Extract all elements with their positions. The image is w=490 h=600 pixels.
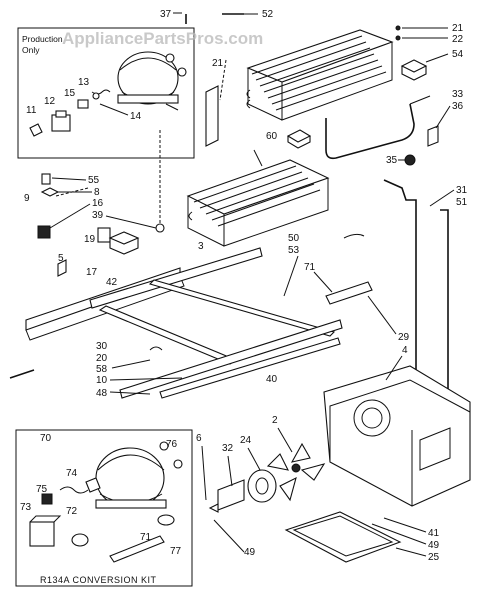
callout-77: 77 [170, 546, 182, 557]
callout-41: 41 [428, 528, 440, 539]
callout-32: 32 [222, 443, 234, 454]
callout-2: 2 [272, 415, 278, 426]
grommet-77 [157, 514, 175, 526]
relay-overload-parts [29, 89, 111, 137]
callout-24: 24 [240, 435, 252, 446]
callout-70: 70 [40, 433, 52, 444]
inset-title-line2: Only [22, 45, 40, 55]
callout-25: 25 [428, 552, 440, 563]
callout-15: 15 [64, 88, 76, 99]
callout-50: 50 [288, 233, 300, 244]
callout-labels: 37 52 21 22 54 21 13 12 15 11 14 33 36 6… [20, 9, 468, 563]
callout-35: 35 [386, 155, 398, 166]
callout-3: 3 [198, 241, 204, 252]
callout-51: 51 [456, 197, 468, 208]
clip-36 [427, 125, 439, 147]
callout-55: 55 [88, 175, 100, 186]
compressor-production [117, 51, 187, 111]
tube-51 [440, 209, 461, 405]
part-16 [37, 225, 51, 239]
condenser-fan [208, 442, 326, 513]
callout-52: 52 [262, 9, 274, 20]
callout-48: 48 [96, 388, 108, 399]
compressor-r134a [85, 441, 183, 509]
callout-53: 53 [288, 245, 300, 256]
condenser-coil [246, 29, 394, 121]
callout-42: 42 [106, 277, 118, 288]
screw-21 [395, 25, 401, 31]
callout-13: 13 [78, 77, 90, 88]
inset-kit-title: R134A CONVERSION KIT [40, 575, 157, 585]
callout-4: 4 [402, 345, 408, 356]
part-55 [41, 173, 51, 185]
grommet-35 [404, 154, 416, 166]
callout-11: 11 [26, 105, 37, 116]
callout-6: 6 [196, 433, 202, 444]
callout-39: 39 [92, 210, 104, 221]
clip-60 [286, 129, 312, 149]
callout-73: 73 [20, 502, 32, 513]
callout-75: 75 [36, 484, 48, 495]
callout-29: 29 [398, 332, 410, 343]
inset-title-line1: Production [22, 34, 63, 44]
thermostat-17 [108, 231, 140, 255]
callout-12: 12 [44, 96, 56, 107]
frame-rails [25, 247, 343, 399]
base-pan-assembly [323, 365, 471, 507]
callout-10: 10 [96, 375, 108, 386]
callout-54: 54 [452, 49, 464, 60]
part-73 [29, 521, 55, 547]
callout-19: 19 [84, 234, 96, 245]
callout-74: 74 [66, 468, 78, 479]
part-10-pin [9, 369, 35, 379]
callout-5: 5 [58, 253, 64, 264]
clip-54 [400, 59, 428, 81]
grommet-39 [155, 223, 165, 233]
callout-71-kit: 71 [140, 532, 152, 543]
fan-motor-24 [247, 469, 277, 503]
drain-pan [284, 511, 402, 563]
production-only-inset-box [17, 27, 195, 159]
callout-8: 8 [94, 187, 100, 198]
callout-9: 9 [24, 193, 30, 204]
callout-49-left: 49 [244, 547, 256, 558]
part-75 [41, 493, 53, 505]
screw-22 [395, 35, 401, 41]
callout-36: 36 [452, 101, 464, 112]
callout-58: 58 [96, 364, 108, 375]
callout-33: 33 [452, 89, 464, 100]
callout-20: 20 [96, 353, 108, 364]
callout-21-left: 21 [212, 58, 224, 69]
callout-40: 40 [266, 374, 278, 385]
evaporator-coil [186, 159, 330, 247]
motor-bracket-32 [217, 479, 245, 511]
callout-60: 60 [266, 131, 278, 142]
part-72 [71, 533, 89, 547]
callout-71-top: 71 [304, 262, 316, 273]
callout-22: 22 [452, 34, 464, 45]
bracket-71 [325, 281, 373, 305]
callout-76: 76 [166, 439, 178, 450]
callout-17: 17 [86, 267, 98, 278]
part-8 [40, 187, 60, 197]
r134a-kit-inset-box [15, 429, 193, 587]
drier-71 [109, 535, 165, 563]
callout-72: 72 [66, 506, 78, 517]
callout-16: 16 [92, 198, 104, 209]
part-19 [97, 227, 111, 243]
drain-heater-loop [325, 103, 415, 160]
wire-74 [59, 486, 89, 494]
callout-14: 14 [130, 111, 142, 122]
watermark: AppliancePartsPros.com [62, 29, 263, 48]
callout-30: 30 [96, 341, 108, 352]
callout-31: 31 [456, 185, 468, 196]
callout-49-right: 49 [428, 540, 440, 551]
callout-37: 37 [160, 9, 172, 20]
condenser-bracket [205, 85, 219, 147]
callout-21-right: 21 [452, 23, 464, 34]
